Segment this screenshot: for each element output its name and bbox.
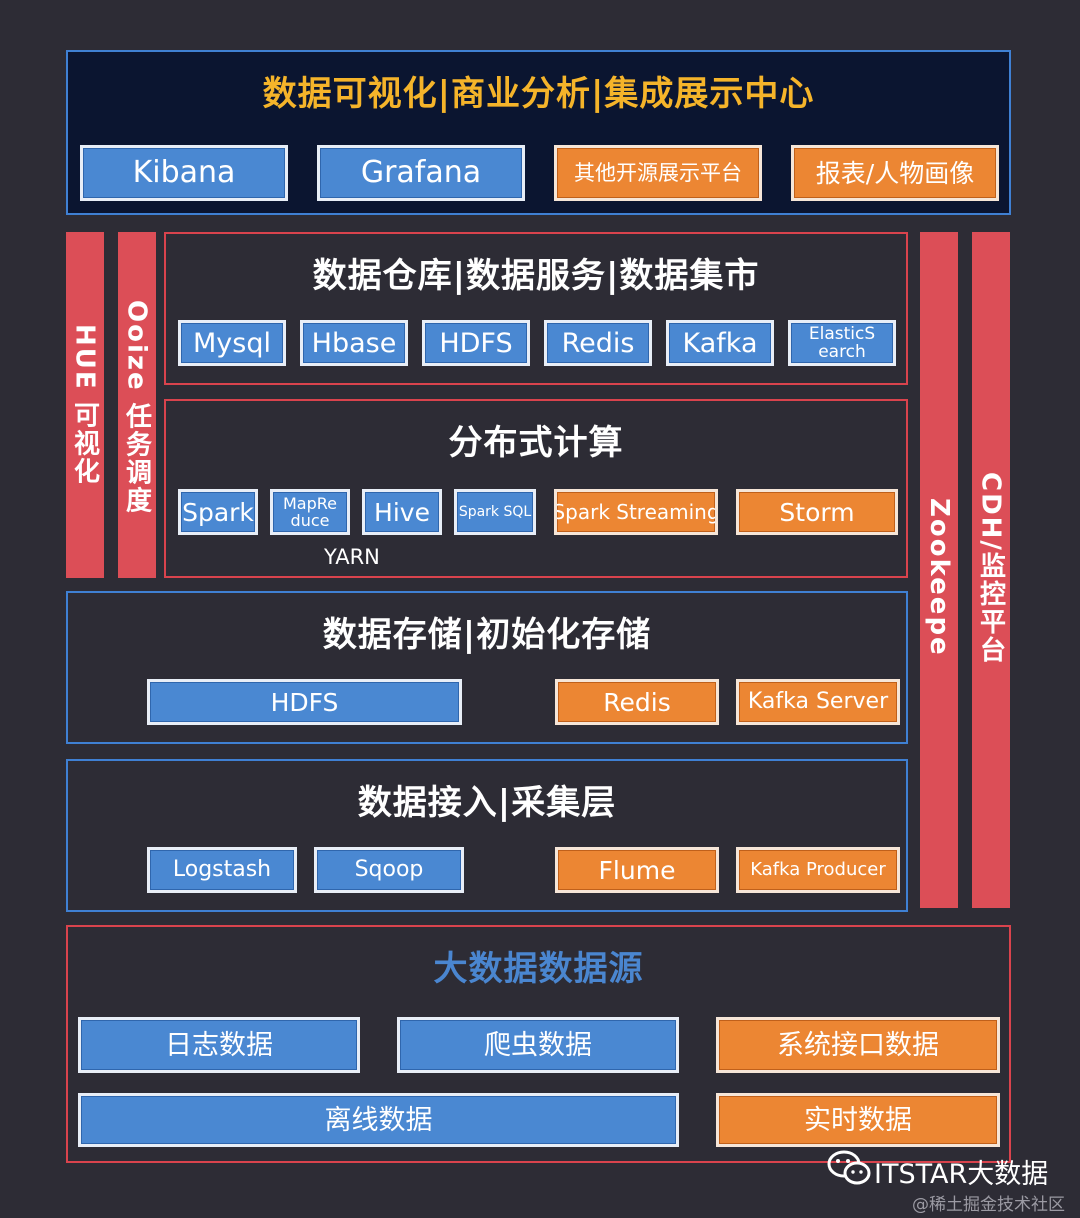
spark-streaming-chip: Spark Streaming bbox=[554, 489, 718, 535]
visualization-panel: 数据可视化|商业分析|集成展示中心 Kibana Grafana 其他开源展示平… bbox=[66, 50, 1011, 215]
visualization-title: 数据可视化|商业分析|集成展示中心 bbox=[262, 74, 815, 114]
grafana-chip: Grafana bbox=[317, 145, 525, 201]
kafka-server-chip: Kafka Server bbox=[736, 679, 900, 725]
ingest-panel: 数据接入|采集层 Logstash Sqoop Flume Kafka Prod… bbox=[66, 759, 908, 912]
hive-chip: Hive bbox=[362, 489, 442, 535]
oozie-bar: Ooize 任务调度 bbox=[118, 232, 156, 578]
hue-label: HUE 可视化 bbox=[69, 324, 100, 486]
zookeeper-bar: Zookeepe bbox=[920, 232, 958, 908]
mysql-chip: Mysql bbox=[178, 320, 286, 366]
hdfs-storage-chip: HDFS bbox=[147, 679, 462, 725]
warehouse-title: 数据仓库|数据服务|数据集市 bbox=[312, 256, 760, 296]
spark-sql-chip: Spark SQL bbox=[454, 489, 536, 535]
sources-panel: 大数据数据源 日志数据 爬虫数据 系统接口数据 离线数据 实时数据 bbox=[66, 925, 1011, 1163]
compute-title: 分布式计算 bbox=[448, 423, 624, 463]
watermark-credit: @稀土掘金技术社区 bbox=[912, 1195, 1065, 1215]
other-platforms-chip: 其他开源展示平台 bbox=[554, 145, 762, 201]
storage-panel: 数据存储|初始化存储 HDFS Redis Kafka Server bbox=[66, 591, 908, 744]
offline-data-chip: 离线数据 bbox=[78, 1093, 679, 1147]
hbase-chip: Hbase bbox=[300, 320, 408, 366]
api-data-chip: 系统接口数据 bbox=[716, 1017, 1000, 1073]
mapreduce-label: MapRe duce bbox=[283, 494, 338, 530]
kafka-producer-chip: Kafka Producer bbox=[736, 847, 900, 893]
sources-title: 大数据数据源 bbox=[433, 949, 644, 989]
log-data-chip: 日志数据 bbox=[78, 1017, 360, 1073]
warehouse-panel: 数据仓库|数据服务|数据集市 Mysql Hbase HDFS Redis Ka… bbox=[164, 232, 908, 385]
wechat-icon bbox=[827, 1150, 871, 1185]
redis-storage-chip: Redis bbox=[555, 679, 719, 725]
ingest-title: 数据接入|采集层 bbox=[357, 783, 617, 823]
hdfs-warehouse-chip: HDFS bbox=[422, 320, 530, 366]
spark-chip: Spark bbox=[178, 489, 258, 535]
kibana-chip: Kibana bbox=[80, 145, 288, 201]
crawler-data-chip: 爬虫数据 bbox=[397, 1017, 679, 1073]
hue-bar: HUE 可视化 bbox=[66, 232, 104, 578]
realtime-data-chip: 实时数据 bbox=[716, 1093, 1000, 1147]
zookeeper-label: Zookeepe bbox=[924, 498, 954, 657]
kafka-chip: Kafka bbox=[666, 320, 774, 366]
logstash-chip: Logstash bbox=[147, 847, 297, 893]
watermark-brand: ITSTAR大数据 bbox=[874, 1159, 1049, 1190]
sqoop-chip: Sqoop bbox=[314, 847, 464, 893]
elasticsearch-chip: ElasticS earch bbox=[788, 320, 896, 366]
compute-panel: 分布式计算 Spark MapRe duce Hive Spark SQL Sp… bbox=[164, 399, 908, 578]
redis-warehouse-chip: Redis bbox=[544, 320, 652, 366]
storm-chip: Storm bbox=[736, 489, 898, 535]
storage-title: 数据存储|初始化存储 bbox=[322, 615, 652, 655]
cdh-bar: CDH/监控平台 bbox=[972, 232, 1010, 908]
flume-chip: Flume bbox=[555, 847, 719, 893]
cdh-label: CDH/监控平台 bbox=[975, 472, 1006, 664]
yarn-label: YARN bbox=[324, 545, 380, 569]
oozie-label: Ooize 任务调度 bbox=[121, 300, 152, 515]
report-profile-chip: 报表/人物画像 bbox=[791, 145, 999, 201]
mapreduce-chip: MapRe duce bbox=[270, 489, 350, 535]
elasticsearch-label: ElasticS earch bbox=[808, 324, 876, 362]
